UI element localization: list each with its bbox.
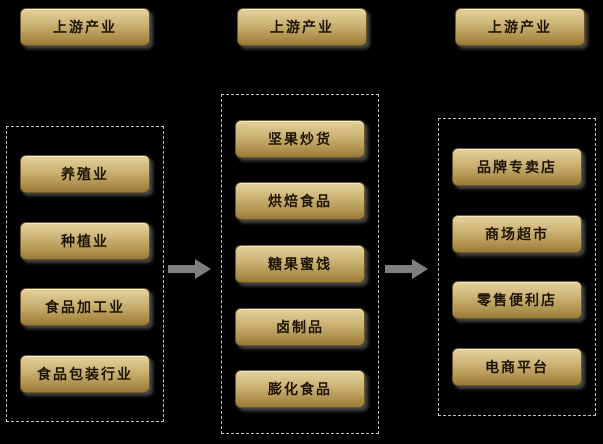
header-label: 上游产业 (488, 20, 552, 36)
node-breeding-industry: 养殖业 (20, 155, 150, 194)
node-label: 种植业 (61, 233, 109, 250)
node-baked-food: 烘焙食品 (235, 182, 365, 221)
node-label: 糖果蜜饯 (268, 256, 332, 273)
node-roasted-nuts: 坚果炒货 (235, 119, 365, 158)
middle-column-container: 坚果炒货 烘焙食品 糖果蜜饯 卤制品 膨化食品 (221, 94, 379, 434)
node-retail-convenience: 零售便利店 (452, 281, 582, 320)
arrow-shaft (168, 265, 195, 273)
node-label: 零售便利店 (477, 293, 557, 310)
arrow-head (412, 259, 428, 279)
arrow-shaft (385, 265, 412, 273)
node-label: 商场超市 (485, 226, 549, 243)
header-upstream-right: 上游产业 (455, 8, 585, 46)
node-label: 食品包装行业 (37, 366, 133, 383)
arrow-head (195, 259, 211, 279)
node-label: 品牌专卖店 (477, 159, 557, 176)
node-label: 电商平台 (485, 360, 549, 377)
node-label: 养殖业 (61, 167, 109, 184)
arrow-middle-to-right-icon (385, 259, 428, 279)
node-food-packaging-industry: 食品包装行业 (20, 354, 150, 393)
node-label: 烘焙食品 (268, 194, 332, 211)
node-mall-supermarket: 商场超市 (452, 214, 582, 253)
header-label: 上游产业 (270, 20, 334, 36)
node-brand-stores: 品牌专卖店 (452, 147, 582, 186)
right-column-container: 品牌专卖店 商场超市 零售便利店 电商平台 (438, 118, 596, 416)
node-puffed-food: 膨化食品 (235, 370, 365, 409)
left-column-container: 养殖业 种植业 食品加工业 食品包装行业 (6, 126, 164, 422)
header-upstream-left: 上游产业 (20, 8, 150, 46)
arrow-left-to-middle-icon (168, 259, 211, 279)
node-ecommerce-platform: 电商平台 (452, 348, 582, 387)
node-planting-industry: 种植业 (20, 221, 150, 260)
node-label: 食品加工业 (45, 300, 125, 317)
node-candy-preserves: 糖果蜜饯 (235, 244, 365, 283)
header-upstream-middle: 上游产业 (237, 8, 367, 46)
node-label: 卤制品 (276, 319, 324, 336)
node-label: 坚果炒货 (268, 131, 332, 148)
node-food-processing-industry: 食品加工业 (20, 288, 150, 327)
node-label: 膨化食品 (268, 382, 332, 399)
header-label: 上游产业 (53, 20, 117, 36)
node-braised-products: 卤制品 (235, 307, 365, 346)
